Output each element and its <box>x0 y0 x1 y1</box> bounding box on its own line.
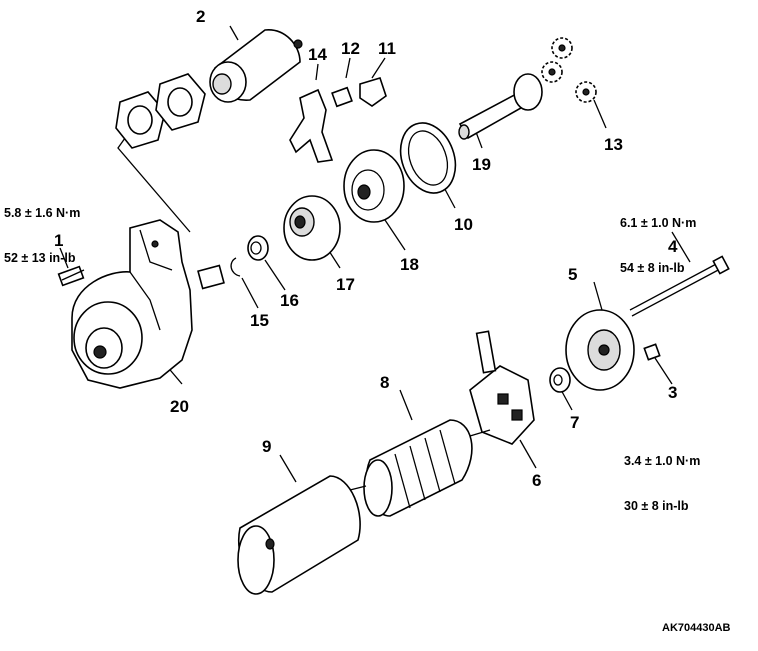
planetary-shaft <box>458 73 543 140</box>
callout-8: 8 <box>380 373 390 392</box>
document-code: AK704430AB <box>662 622 731 634</box>
callout-5: 5 <box>568 265 578 284</box>
callout-9: 9 <box>262 437 272 456</box>
callout-3: 3 <box>668 383 678 402</box>
callout-6: 6 <box>532 471 542 490</box>
rear-bracket <box>565 309 635 391</box>
torque-spec-part-4: 6.1 ± 1.0 N·m 54 ± 8 in-lb <box>620 186 696 306</box>
bolt-part-1 <box>57 265 85 287</box>
callout-18: 18 <box>400 255 419 274</box>
bearing-7 <box>549 367 571 393</box>
torque-part3-metric: 3.4 ± 1.0 N·m <box>624 454 701 468</box>
callout-17: 17 <box>336 275 355 294</box>
screw <box>643 343 661 361</box>
callout-14: 14 <box>308 45 327 64</box>
torque-part4-imperial: 54 ± 8 in-lb <box>620 261 685 275</box>
gasket-plates <box>115 73 206 149</box>
torque-spec-part-1: 5.8 ± 1.6 N·m 52 ± 13 in-lb <box>4 176 80 296</box>
callout-13: 13 <box>604 135 623 154</box>
torque-part3-imperial: 30 ± 8 in-lb <box>624 499 689 513</box>
callout-11: 11 <box>378 39 396 58</box>
torque-spec-part-3: 3.4 ± 1.0 N·m 30 ± 8 in-lb <box>624 424 700 544</box>
callout-12: 12 <box>341 39 360 58</box>
callout-20: 20 <box>170 397 189 416</box>
callout-2: 2 <box>196 7 206 26</box>
armature <box>349 419 491 517</box>
callout-7: 7 <box>570 413 580 432</box>
overrunning-clutch <box>283 195 341 261</box>
front-housing <box>71 219 193 389</box>
callout-4: 4 <box>668 237 678 256</box>
torque-part1-metric: 5.8 ± 1.6 N·m <box>4 206 81 220</box>
planetary-gears <box>541 37 597 103</box>
brush-holder <box>469 330 535 445</box>
callout-10: 10 <box>454 215 473 234</box>
torque-part1-imperial: 52 ± 13 in-lb <box>4 251 76 265</box>
stop-ring-parts <box>197 235 269 290</box>
shift-lever <box>289 88 334 163</box>
through-bolt <box>629 255 730 317</box>
callout-1: 1 <box>54 231 64 250</box>
torque-part4-metric: 6.1 ± 1.0 N·m <box>620 216 697 230</box>
gear-cover <box>343 149 405 223</box>
yoke <box>237 475 361 595</box>
internal-gear-ring <box>399 122 457 194</box>
callout-19: 19 <box>472 155 491 174</box>
callout-15: 15 <box>250 311 269 330</box>
solenoid <box>209 29 303 103</box>
callout-16: 16 <box>280 291 299 310</box>
lever-parts <box>331 77 387 108</box>
